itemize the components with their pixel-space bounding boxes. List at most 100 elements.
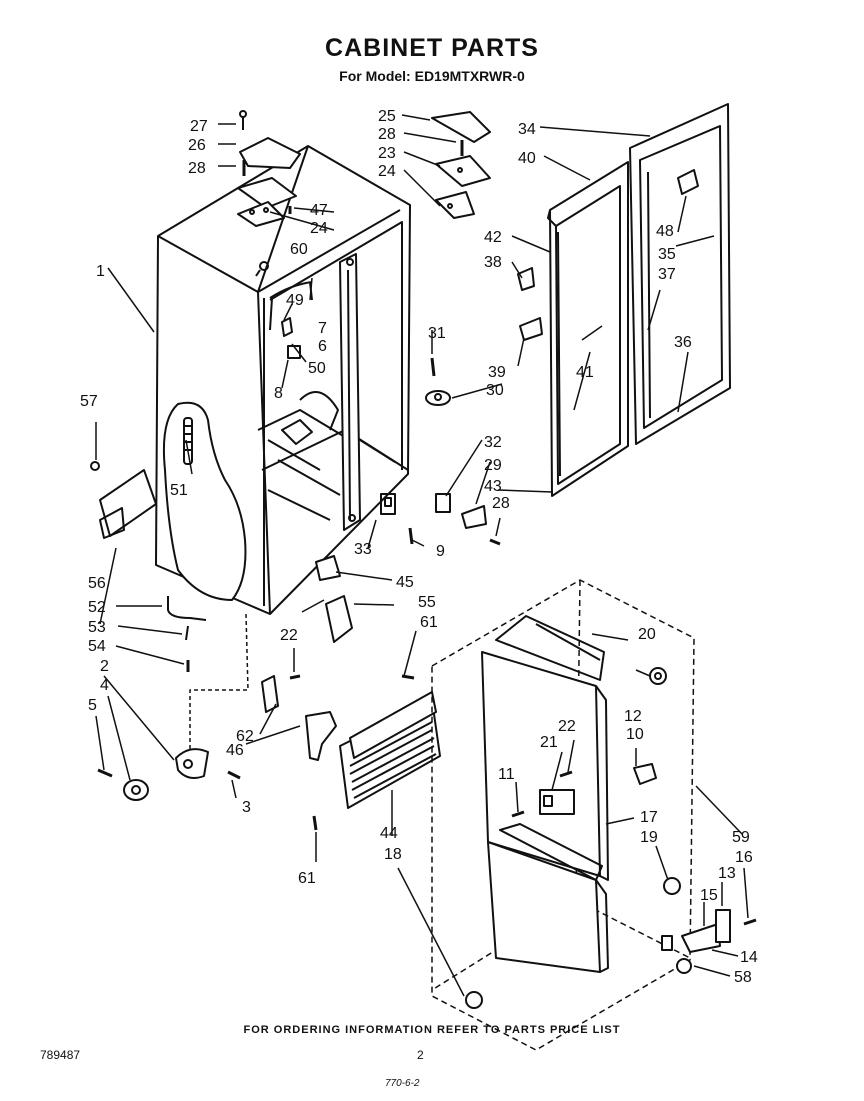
callout-label: 60 bbox=[290, 241, 308, 258]
callout-label: 41 bbox=[576, 364, 594, 381]
callout-label: 27 bbox=[190, 118, 208, 135]
leader-line bbox=[677, 351, 689, 413]
callout-label: 42 bbox=[484, 229, 502, 246]
door-hinge-strip bbox=[339, 253, 361, 531]
callout-label: 24 bbox=[378, 163, 396, 180]
leader-line bbox=[635, 669, 651, 677]
screw-31 bbox=[430, 357, 436, 377]
leader-line bbox=[517, 337, 525, 367]
callout-label: 31 bbox=[428, 325, 446, 342]
leader-line bbox=[95, 715, 105, 771]
callout-label: 9 bbox=[436, 543, 445, 560]
handle-21 bbox=[539, 789, 575, 815]
callout-label: 22 bbox=[558, 718, 576, 735]
leveler-2 bbox=[175, 748, 209, 779]
callout-label: 35 bbox=[658, 246, 676, 263]
callout-label: 22 bbox=[280, 627, 298, 644]
freezer-door-17 bbox=[481, 615, 609, 881]
callout-label: 47 bbox=[310, 202, 328, 219]
callout-label: 61 bbox=[298, 870, 316, 887]
callout-label: 46 bbox=[226, 742, 244, 759]
callout-label: 16 bbox=[735, 849, 753, 866]
callout-label: 6 bbox=[318, 338, 327, 355]
bracket-55 bbox=[325, 595, 353, 643]
leader-line bbox=[543, 155, 591, 181]
hinge-cap-25 bbox=[431, 111, 491, 219]
callout-label: 24 bbox=[310, 220, 328, 237]
callout-label: 7 bbox=[318, 320, 327, 337]
leader-line bbox=[581, 325, 603, 341]
clip-39 bbox=[519, 317, 543, 341]
callout-label: 45 bbox=[396, 574, 414, 591]
leader-line bbox=[185, 439, 193, 475]
roller-30 bbox=[425, 390, 451, 406]
callout-label: 50 bbox=[308, 360, 326, 377]
callout-label: 23 bbox=[378, 145, 396, 162]
cap-58 bbox=[676, 958, 692, 974]
callout-label: 44 bbox=[380, 825, 398, 842]
callout-label: 43 bbox=[484, 478, 502, 495]
callout-label: 40 bbox=[518, 150, 536, 167]
leader-line bbox=[293, 207, 335, 213]
leader-line bbox=[403, 151, 441, 167]
callout-label: 15 bbox=[700, 887, 718, 904]
callout-label: 14 bbox=[740, 949, 758, 966]
toe-grille-44 bbox=[339, 691, 441, 809]
callout-label: 54 bbox=[88, 638, 106, 655]
screw-9 bbox=[408, 527, 414, 545]
callout-label: 48 bbox=[656, 223, 674, 240]
callout-label: 5 bbox=[88, 697, 97, 714]
tube-52 bbox=[167, 596, 207, 641]
dashed-leveler-box bbox=[189, 613, 249, 750]
screw-3 bbox=[227, 770, 241, 780]
leader-line bbox=[711, 949, 739, 957]
leader-line bbox=[567, 739, 575, 773]
screw-61 bbox=[312, 674, 415, 831]
bracket-62 bbox=[261, 675, 279, 713]
callout-label: 34 bbox=[518, 121, 536, 138]
callout-label: 8 bbox=[274, 385, 283, 402]
callout-label: 1 bbox=[96, 263, 105, 280]
leader-line bbox=[451, 383, 503, 399]
bracket-46 bbox=[305, 711, 337, 761]
bracket-32 bbox=[435, 493, 451, 513]
leader-line bbox=[397, 867, 465, 997]
leader-line bbox=[445, 439, 483, 497]
screw-16 bbox=[743, 918, 757, 926]
plug-12 bbox=[649, 667, 667, 685]
clip-38 bbox=[517, 267, 535, 291]
callout-labels: 1 2 3 4 5 6 7 8 9 10 11 12 13 14 15 16 1… bbox=[80, 108, 758, 986]
callout-label: 55 bbox=[418, 594, 436, 611]
screw-22 bbox=[289, 674, 301, 680]
leader-line bbox=[647, 289, 661, 331]
leader-line bbox=[591, 633, 629, 641]
callout-label: 26 bbox=[188, 137, 206, 154]
screw-28 bbox=[489, 538, 501, 546]
callout-label: 10 bbox=[626, 726, 644, 743]
switch-33 bbox=[380, 493, 396, 515]
bracket-56 bbox=[99, 469, 157, 539]
hinge-14 bbox=[681, 909, 731, 953]
leader-line bbox=[675, 235, 715, 247]
leader-line bbox=[283, 303, 293, 321]
plug-18 bbox=[465, 991, 483, 1009]
leader-line bbox=[693, 965, 731, 977]
callout-label: 37 bbox=[658, 266, 676, 283]
callout-label: 29 bbox=[484, 457, 502, 474]
callout-label: 38 bbox=[484, 254, 502, 271]
screw-60 bbox=[255, 261, 269, 277]
leader-line bbox=[99, 547, 117, 625]
callout-label: 28 bbox=[188, 160, 206, 177]
callout-label: 21 bbox=[540, 734, 558, 751]
callout-label: 36 bbox=[674, 334, 692, 351]
leader-line bbox=[353, 603, 395, 606]
model-subtitle: For Model: ED19MTXRWR-0 bbox=[339, 68, 525, 84]
leader-line bbox=[551, 751, 563, 791]
leader-line bbox=[677, 195, 687, 233]
leader-line bbox=[117, 625, 183, 635]
leader-line bbox=[103, 675, 175, 761]
callout-label: 3 bbox=[242, 799, 251, 816]
callout-label: 49 bbox=[286, 292, 304, 309]
leader-line bbox=[115, 645, 185, 665]
